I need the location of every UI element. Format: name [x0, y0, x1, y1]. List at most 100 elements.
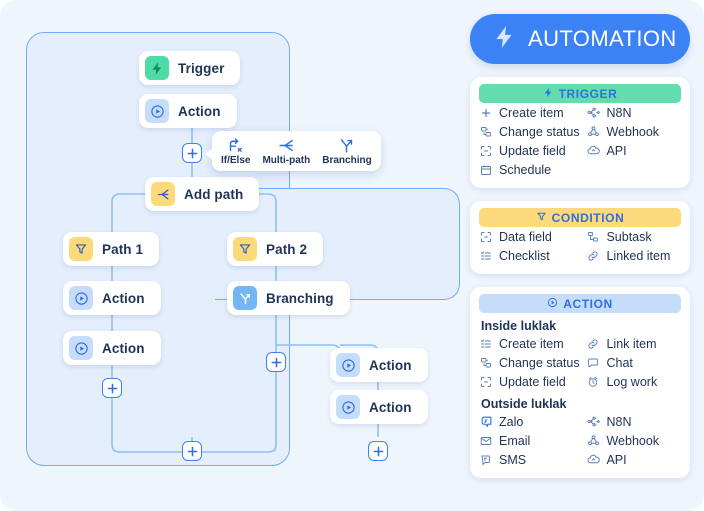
field-icon	[479, 375, 493, 389]
option-label: SMS	[499, 452, 527, 467]
popup-item-label: If/Else	[221, 155, 251, 166]
option-label: Webhook	[606, 124, 660, 139]
add-step-button[interactable]	[182, 441, 202, 461]
option-label: Chat	[606, 355, 633, 370]
option-label: N8N	[606, 414, 632, 429]
option-webhook[interactable]: Webhook	[586, 122, 681, 141]
option-subtask[interactable]: Subtask	[586, 227, 681, 246]
play-circle-icon	[69, 286, 93, 310]
option-label: Subtask	[606, 229, 652, 244]
play-circle-icon	[69, 336, 93, 360]
automation-header: AUTOMATION	[470, 14, 690, 64]
option-label: Update field	[499, 143, 566, 158]
filter-icon	[69, 237, 93, 261]
automation-title: AUTOMATION	[528, 26, 677, 51]
webhook-icon	[586, 125, 600, 139]
popup-item-if-else[interactable]: If/Else	[221, 137, 250, 166]
webhook-icon	[586, 434, 600, 448]
option-label: Create item	[499, 105, 564, 120]
n8n-icon	[586, 106, 600, 120]
option-linked-item[interactable]: Linked item	[586, 246, 681, 265]
mail-icon	[479, 434, 493, 448]
option-label: Data field	[499, 229, 552, 244]
popup-item-label: Multi-path	[262, 155, 311, 166]
option-n8n[interactable]: N8N	[586, 412, 681, 431]
node-label: Action	[369, 357, 412, 373]
plus-icon	[479, 106, 493, 120]
option-label: Schedule	[499, 162, 552, 177]
status-icon	[479, 356, 493, 370]
option-update-field[interactable]: Update field	[479, 141, 586, 160]
add-step-button[interactable]	[368, 441, 388, 461]
add-step-button[interactable]	[182, 143, 202, 163]
add-step-popup: If/Else Multi-path Branching	[205, 131, 381, 171]
node-action-4[interactable]: Action	[63, 331, 161, 365]
add-step-button[interactable]	[102, 378, 122, 398]
action-panel: ACTION Inside luklak Create item Change …	[470, 287, 690, 478]
automation-rail: AUTOMATION TRIGGER Create item Cha	[470, 14, 690, 478]
node-branching[interactable]: Branching	[227, 281, 350, 315]
node-action-2[interactable]: Action	[63, 281, 161, 315]
option-label: Webhook	[606, 433, 660, 448]
bolt-icon	[145, 56, 169, 80]
panel-title: CONDITION	[551, 210, 625, 225]
node-add-path[interactable]: Add path	[145, 177, 260, 211]
node-label: Branching	[266, 290, 334, 306]
condition-panel-header: CONDITION	[479, 208, 681, 227]
option-webhook[interactable]: Webhook	[586, 431, 681, 450]
option-change-status[interactable]: Change status	[479, 353, 586, 372]
option-schedule[interactable]: Schedule	[479, 160, 586, 179]
option-create-item[interactable]: Create item	[479, 334, 586, 353]
status-icon	[479, 125, 493, 139]
action-panel-header: ACTION	[479, 294, 681, 313]
popup-item-multi-path[interactable]: Multi-path	[262, 137, 310, 166]
link-icon	[586, 249, 600, 263]
option-label: Change status	[499, 124, 580, 139]
option-label: Linked item	[606, 248, 671, 263]
node-action-1[interactable]: Action	[139, 94, 237, 128]
group-title-outside: Outside luklak	[481, 397, 567, 411]
branch-icon	[338, 137, 355, 154]
play-circle-icon	[336, 395, 360, 419]
node-trigger[interactable]: Trigger	[139, 51, 241, 85]
play-circle-icon	[336, 353, 360, 377]
option-link-item[interactable]: Link item	[586, 334, 681, 353]
node-path-2[interactable]: Path 2	[227, 232, 324, 266]
option-label: N8N	[606, 105, 632, 120]
node-label: Add path	[184, 186, 244, 202]
option-api[interactable]: API	[586, 450, 681, 469]
node-label: Path 2	[266, 241, 308, 257]
option-label: Log work	[606, 374, 658, 389]
sms-icon	[479, 453, 493, 467]
option-zalo[interactable]: Zalo	[479, 412, 586, 431]
option-api[interactable]: API	[586, 141, 681, 160]
popup-item-branching[interactable]: Branching	[322, 137, 372, 166]
zalo-icon	[479, 415, 493, 429]
option-chat[interactable]: Chat	[586, 353, 681, 372]
option-change-status[interactable]: Change status	[479, 122, 586, 141]
option-email[interactable]: Email	[479, 431, 586, 450]
if-else-icon	[227, 137, 244, 154]
option-log-work[interactable]: Log work	[586, 372, 681, 391]
option-sms[interactable]: SMS	[479, 450, 586, 469]
condition-panel: CONDITION Data field Checklist	[470, 201, 690, 274]
node-path-1[interactable]: Path 1	[63, 232, 160, 266]
option-update-field[interactable]: Update field	[479, 372, 586, 391]
option-create-item[interactable]: Create item	[479, 103, 586, 122]
node-label: Action	[369, 399, 412, 415]
node-action-3[interactable]: Action	[330, 348, 428, 382]
option-label: Zalo	[499, 414, 524, 429]
option-n8n[interactable]: N8N	[586, 103, 681, 122]
add-step-button[interactable]	[266, 352, 286, 372]
checklist-icon	[479, 337, 493, 351]
option-label: Change status	[499, 355, 580, 370]
n8n-icon	[586, 415, 600, 429]
popup-item-label: Branching	[322, 155, 372, 166]
calendar-icon	[479, 163, 493, 177]
option-label: Link item	[606, 336, 657, 351]
option-data-field[interactable]: Data field	[479, 227, 586, 246]
node-action-5[interactable]: Action	[330, 390, 428, 424]
panel-title: ACTION	[563, 296, 613, 311]
option-label: Email	[499, 433, 531, 448]
option-checklist[interactable]: Checklist	[479, 246, 586, 265]
